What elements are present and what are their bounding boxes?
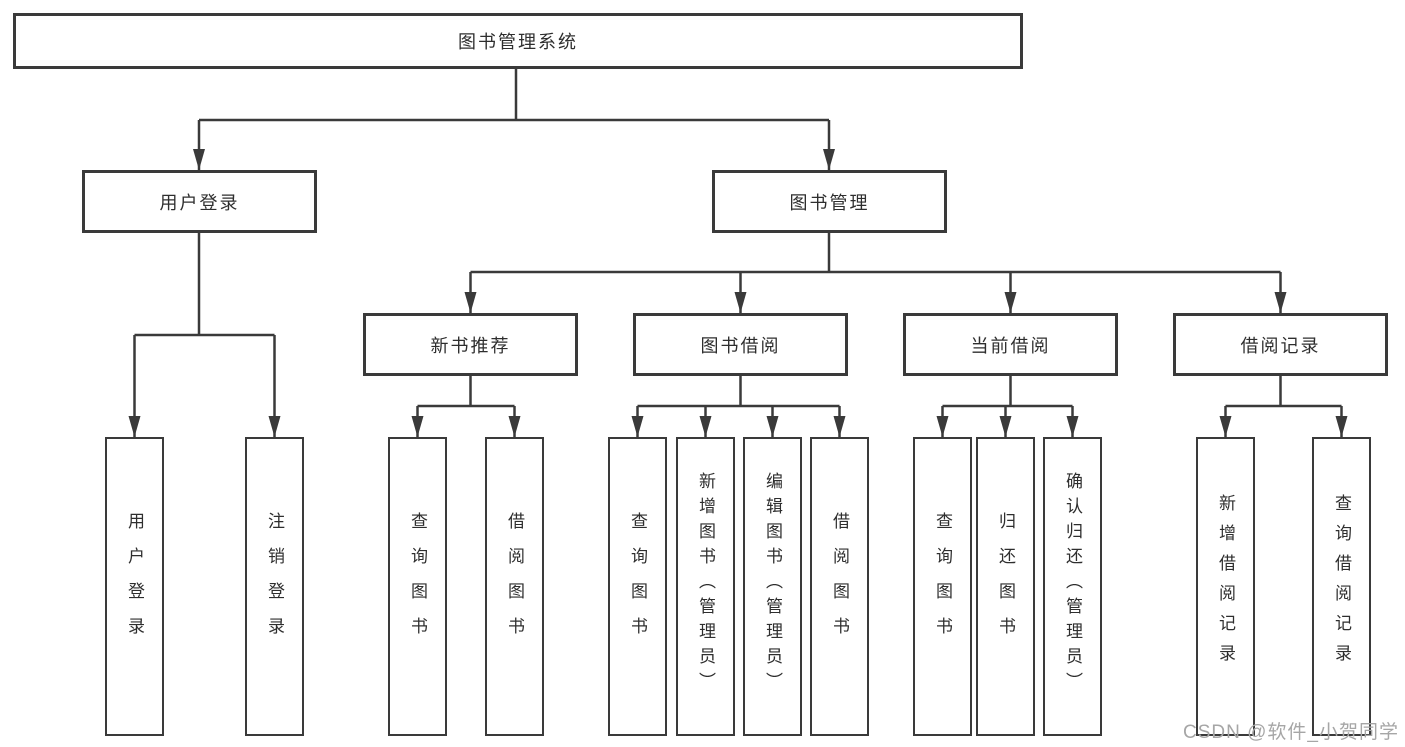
node-borrow-records-label: 借阅记录 bbox=[1240, 335, 1321, 356]
leaf-return-book-label: 归还图书 bbox=[996, 512, 1015, 652]
leaf-confirm-return-admin: 确认归还（管理员） bbox=[1043, 437, 1102, 736]
node-root-label: 图书管理系统 bbox=[458, 32, 578, 52]
node-new-book-recommend: 新书推荐 bbox=[363, 313, 578, 376]
leaf-recommend-query-book: 查询图书 bbox=[388, 437, 447, 736]
node-book-borrow-label: 图书借阅 bbox=[700, 335, 781, 356]
leaf-logout-label: 注销登录 bbox=[265, 512, 284, 652]
connector-recommend-trunk bbox=[417, 376, 515, 408]
leaf-add-borrow-record-label: 新增借阅记录 bbox=[1216, 493, 1235, 674]
leaf-recommend-borrow-book: 借阅图书 bbox=[485, 437, 544, 736]
leaf-borrow-query-book: 查询图书 bbox=[608, 437, 667, 736]
node-user-login: 用户登录 bbox=[82, 170, 317, 233]
leaf-recommend-query-book-label: 查询图书 bbox=[408, 512, 427, 652]
connector-login-trunk bbox=[134, 233, 275, 337]
connector-root-trunk bbox=[199, 69, 829, 122]
node-book-borrow: 图书借阅 bbox=[633, 313, 848, 376]
leaf-edit-book-admin: 编辑图书（管理员） bbox=[743, 437, 802, 736]
node-new-book-recommend-label: 新书推荐 bbox=[430, 335, 511, 356]
leaf-borrow-book-label: 借阅图书 bbox=[830, 512, 849, 652]
leaf-query-borrow-record: 查询借阅记录 bbox=[1312, 437, 1371, 736]
node-book-management-label: 图书管理 bbox=[789, 192, 870, 213]
connector-record-trunk bbox=[1225, 376, 1342, 408]
leaf-add-book-admin-label: 新增图书（管理员） bbox=[696, 472, 715, 697]
connector-borrow-trunk bbox=[637, 376, 840, 408]
leaf-return-book: 归还图书 bbox=[976, 437, 1035, 736]
node-current-borrow-label: 当前借阅 bbox=[970, 335, 1051, 356]
leaf-current-query-book-label: 查询图书 bbox=[933, 512, 952, 652]
leaf-current-query-book: 查询图书 bbox=[913, 437, 972, 736]
node-book-management: 图书管理 bbox=[712, 170, 947, 233]
connector-mgmt-trunk bbox=[470, 233, 1281, 274]
leaf-borrow-query-book-label: 查询图书 bbox=[628, 512, 647, 652]
csdn-watermark: CSDN @软件_小贺同学 bbox=[1183, 722, 1399, 743]
node-root: 图书管理系统 bbox=[13, 13, 1023, 69]
leaf-add-book-admin: 新增图书（管理员） bbox=[676, 437, 735, 736]
leaf-user-login-label: 用户登录 bbox=[125, 512, 144, 652]
node-user-login-label: 用户登录 bbox=[159, 192, 240, 213]
connector-current-trunk bbox=[942, 376, 1073, 408]
leaf-borrow-book: 借阅图书 bbox=[810, 437, 869, 736]
leaf-edit-book-admin-label: 编辑图书（管理员） bbox=[763, 472, 782, 697]
leaf-user-login: 用户登录 bbox=[105, 437, 164, 736]
leaf-confirm-return-admin-label: 确认归还（管理员） bbox=[1063, 472, 1082, 697]
leaf-logout: 注销登录 bbox=[245, 437, 304, 736]
leaf-add-borrow-record: 新增借阅记录 bbox=[1196, 437, 1255, 736]
node-borrow-records: 借阅记录 bbox=[1173, 313, 1388, 376]
leaf-recommend-borrow-book-label: 借阅图书 bbox=[505, 512, 524, 652]
node-current-borrow: 当前借阅 bbox=[903, 313, 1118, 376]
leaf-query-borrow-record-label: 查询借阅记录 bbox=[1332, 493, 1351, 674]
